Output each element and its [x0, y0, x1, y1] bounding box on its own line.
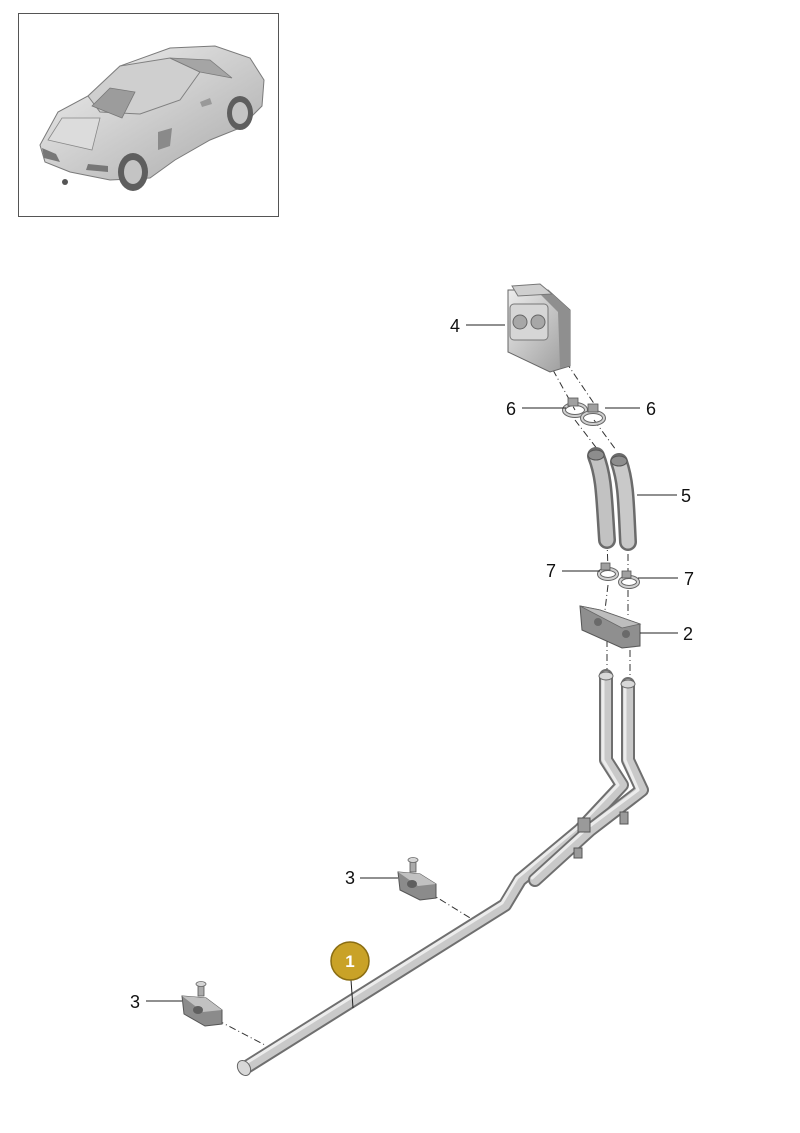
leader-lines: [146, 324, 678, 1009]
badge-circle: [330, 941, 370, 981]
part-2-pipe-holder: [579, 605, 642, 649]
part-7-hose-clamps: [597, 562, 640, 589]
part-5-coolant-hoses: [587, 447, 637, 551]
callout-5: 5: [681, 486, 691, 506]
part-6-hose-clamps: [562, 397, 606, 426]
callout-4: 4: [450, 316, 460, 336]
car-thumbnail-icon: [39, 45, 265, 191]
callout-7-left: 7: [546, 561, 556, 581]
car-thumbnail: [18, 13, 279, 217]
callout-1-badge[interactable]: 1: [330, 941, 370, 981]
callout-1: 1: [345, 952, 354, 971]
part-1-coolant-pipe: [236, 669, 649, 1076]
callout-3-lower: 3: [130, 992, 140, 1012]
part-4-heat-exchanger: [507, 283, 571, 373]
callout-6-right: 6: [646, 399, 656, 419]
assembly-lines: [216, 361, 631, 1046]
callout-3-upper: 3: [345, 868, 355, 888]
callout-labels: 4 6 6 5 7 7 2 3 3: [130, 316, 694, 1012]
callout-7-right: 7: [684, 569, 694, 589]
callout-2: 2: [683, 624, 693, 644]
callout-6-left: 6: [506, 399, 516, 419]
part-3-holder-lower: [181, 981, 223, 1027]
part-3-holder-upper: [397, 857, 437, 901]
